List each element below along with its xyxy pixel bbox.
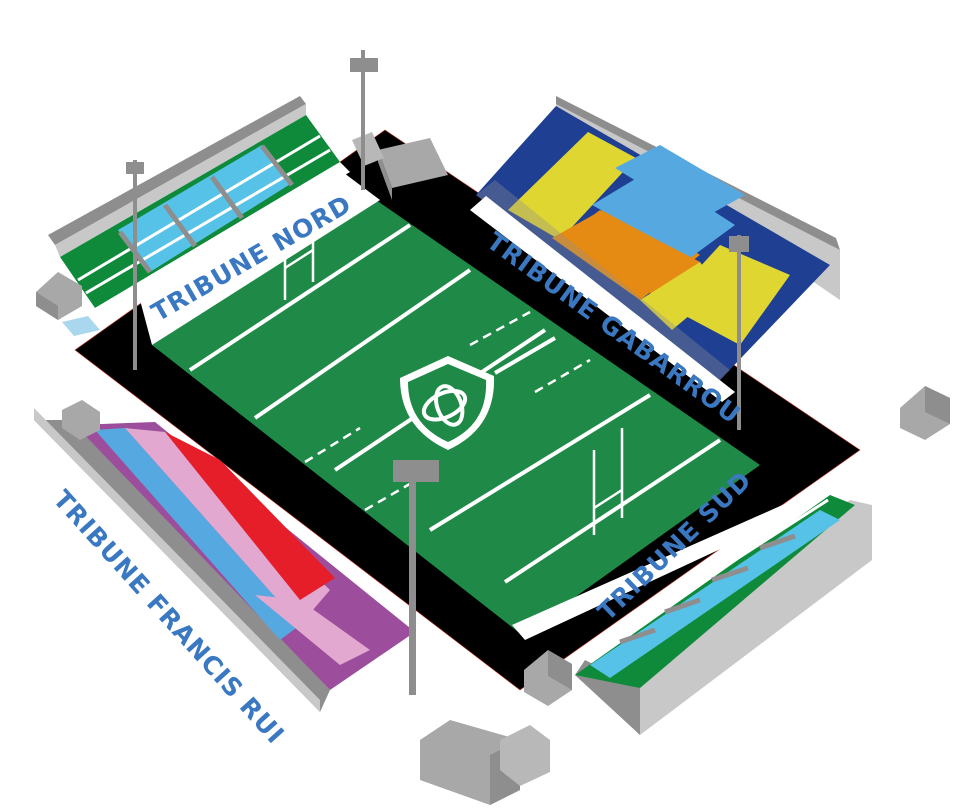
building	[352, 132, 448, 200]
building	[420, 720, 550, 805]
small-pad	[62, 316, 100, 336]
floodlight-tower	[126, 160, 144, 370]
stand-tribune-francis-rui[interactable]	[34, 408, 415, 712]
goal-posts-north	[283, 232, 315, 300]
building	[524, 650, 572, 706]
floodlight-tower	[393, 460, 439, 695]
stand-tribune-gabarrou[interactable]	[476, 96, 840, 380]
building	[900, 386, 950, 440]
stand-tribune-sud[interactable]	[512, 495, 872, 735]
floodlight-tower	[729, 235, 749, 430]
floodlight-tower	[350, 50, 378, 190]
stand-tribune-nord[interactable]	[48, 96, 350, 318]
building	[62, 400, 100, 440]
building	[36, 272, 82, 320]
club-crest-icon	[400, 356, 495, 450]
goal-posts-south	[592, 428, 624, 535]
